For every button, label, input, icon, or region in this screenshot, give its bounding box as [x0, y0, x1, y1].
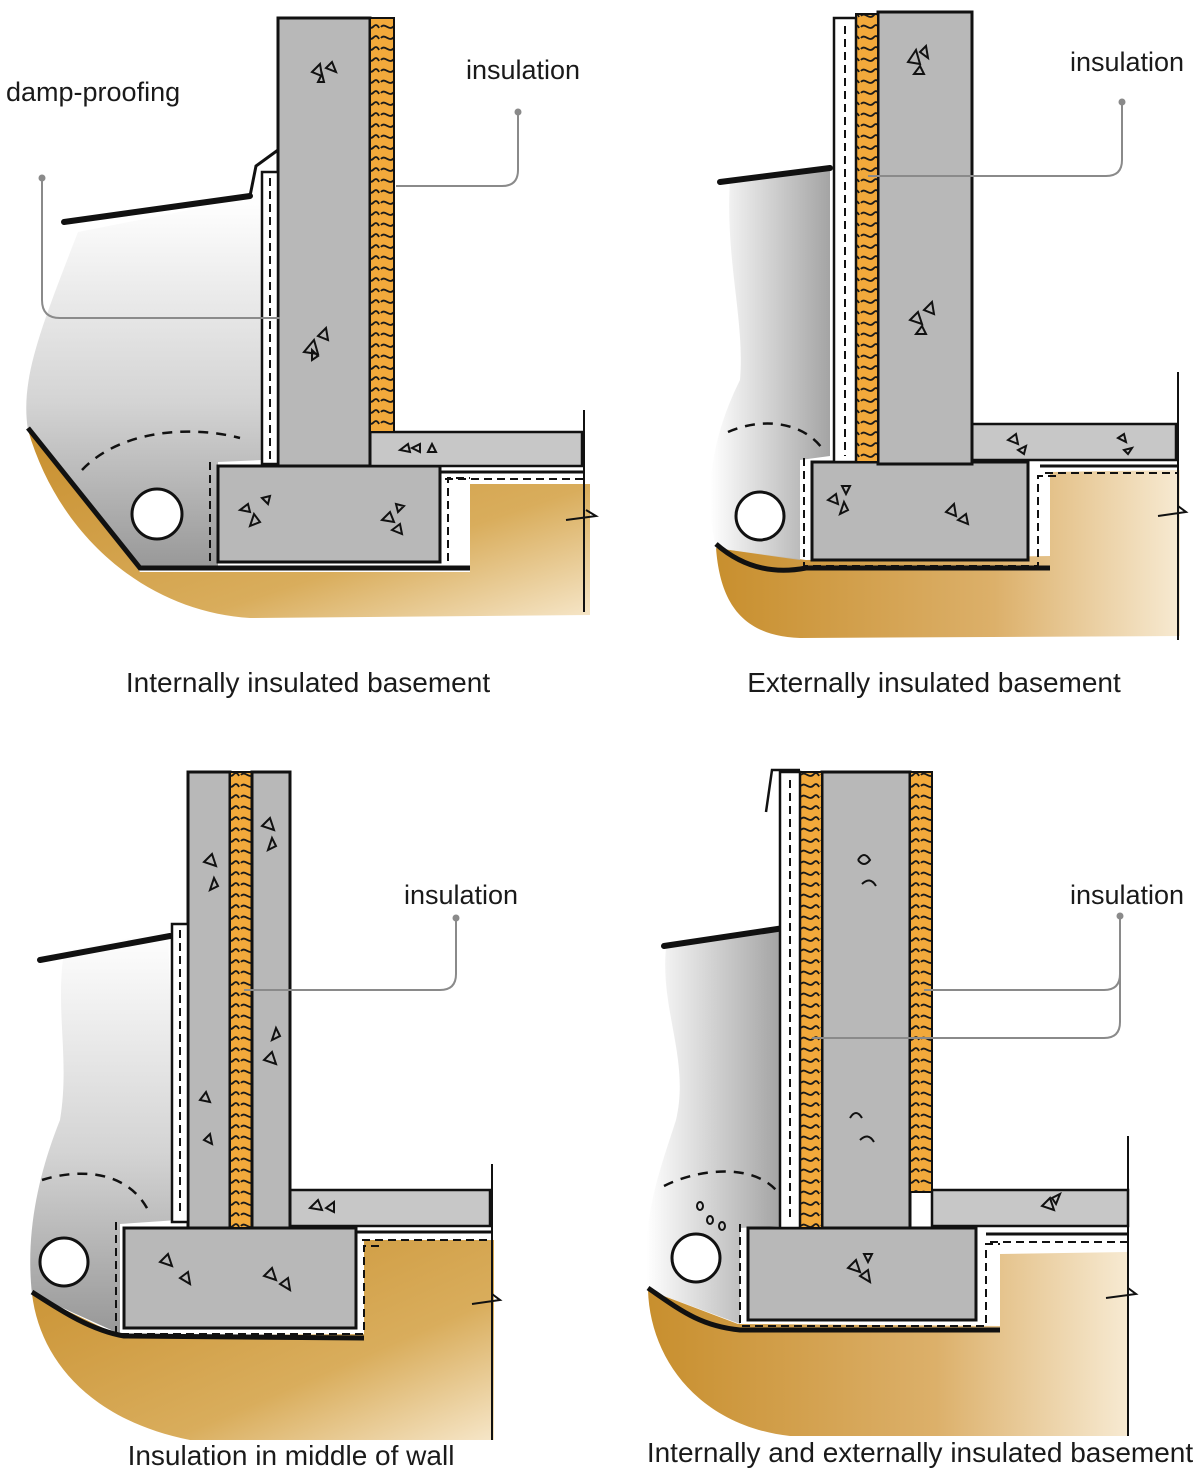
leader-insulation-1: [396, 112, 519, 187]
insulation-layer: [855, 13, 879, 463]
caption-internally-externally-insulated: Internally and externally insulated base…: [647, 1437, 1194, 1468]
break-line: [1157, 372, 1189, 640]
label-insulation-middle: insulation: [404, 880, 518, 910]
soil-region: [28, 430, 590, 618]
soil-boundary-line: [30, 1289, 365, 1341]
gravel-backfill: [26, 198, 262, 570]
gravel-backfill: [710, 170, 830, 560]
floor-slab: [288, 1188, 492, 1228]
leader-damp-proofing-1: [41, 178, 280, 319]
aggregate-marks: [825, 43, 1135, 526]
soil-boundary-line: [646, 1285, 1000, 1333]
caption-insulation-middle: Insulation in middle of wall: [128, 1440, 455, 1471]
dashed-drain-arc: [663, 1170, 777, 1191]
insulation-layer: [229, 771, 253, 1229]
leader-insulation-4: [812, 916, 1121, 1039]
aggregate-marks: [158, 816, 335, 1292]
ground-line: [37, 933, 173, 963]
concrete-wall-outer: [186, 770, 232, 1230]
break-line: [565, 410, 599, 612]
soil-region: [32, 1240, 494, 1440]
insulation-layer-internal: [909, 771, 933, 1193]
leader-dot: [1118, 98, 1126, 106]
floor-slab: [930, 1188, 1130, 1228]
break-line: [1105, 1136, 1139, 1436]
insulation-layer: [369, 17, 395, 433]
soil-boundary-line: [714, 542, 1050, 573]
concrete-wall: [876, 10, 974, 466]
panel-externally-insulated: [710, 10, 1189, 640]
leader-insulation-2: [868, 102, 1123, 177]
gravel-backfill: [30, 930, 178, 1334]
footing: [122, 1226, 358, 1330]
ground-line: [661, 925, 787, 949]
membrane-under-footing: [209, 462, 470, 569]
label-insulation-external: insulation: [1070, 47, 1184, 77]
caption-externally-insulated: Externally insulated basement: [747, 667, 1121, 698]
gravel-backfill: [646, 930, 780, 1324]
ground-line: [61, 193, 253, 225]
leader-lines: [38, 98, 1126, 1039]
leader-insulation-3: [244, 918, 457, 991]
footing: [216, 464, 442, 564]
label-insulation-both: insulation: [1070, 880, 1184, 910]
soil-boundary-line: [26, 426, 470, 571]
label-damp-proofing: damp-proofing: [6, 77, 180, 107]
panel-insulation-in-middle: [30, 770, 503, 1440]
panel-internally-and-externally-insulated: [646, 768, 1139, 1436]
dashed-drain-arc: [41, 1172, 152, 1215]
damp-proofing-layer: [778, 770, 802, 1230]
leader-dot: [38, 174, 46, 182]
soil-region: [648, 1252, 1128, 1436]
leader-dot: [1116, 912, 1124, 920]
drain-pipe: [130, 487, 184, 541]
ground-line: [717, 165, 833, 185]
damp-proofing-lip: [764, 768, 800, 813]
label-insulation-internal: insulation: [466, 55, 580, 85]
damp-proofing-top: [248, 148, 279, 197]
leader-dot: [452, 914, 460, 922]
caption-internally-insulated: Internally insulated basement: [126, 667, 490, 698]
insulation-layer-external: [799, 771, 823, 1229]
aggregate-marks: [846, 854, 1062, 1284]
gravel-dots: [696, 1201, 726, 1231]
break-line: [471, 1164, 503, 1440]
soil-region: [716, 470, 1180, 638]
drain-pipe: [670, 1232, 722, 1284]
membrane-under-footing: [803, 458, 1060, 567]
concrete-wall: [276, 16, 372, 468]
floor-slab: [970, 422, 1178, 462]
drain-pipe: [38, 1236, 90, 1288]
dashed-drain-arc: [727, 422, 823, 449]
aggregate-marks: [237, 60, 438, 536]
membrane-under-footing: [739, 1224, 1000, 1327]
dashed-drain-arc: [81, 430, 241, 471]
drain-pipe: [734, 490, 786, 542]
panel-internally-insulated: [26, 16, 599, 618]
concrete-wall: [820, 770, 912, 1230]
leader-dot: [514, 108, 522, 116]
